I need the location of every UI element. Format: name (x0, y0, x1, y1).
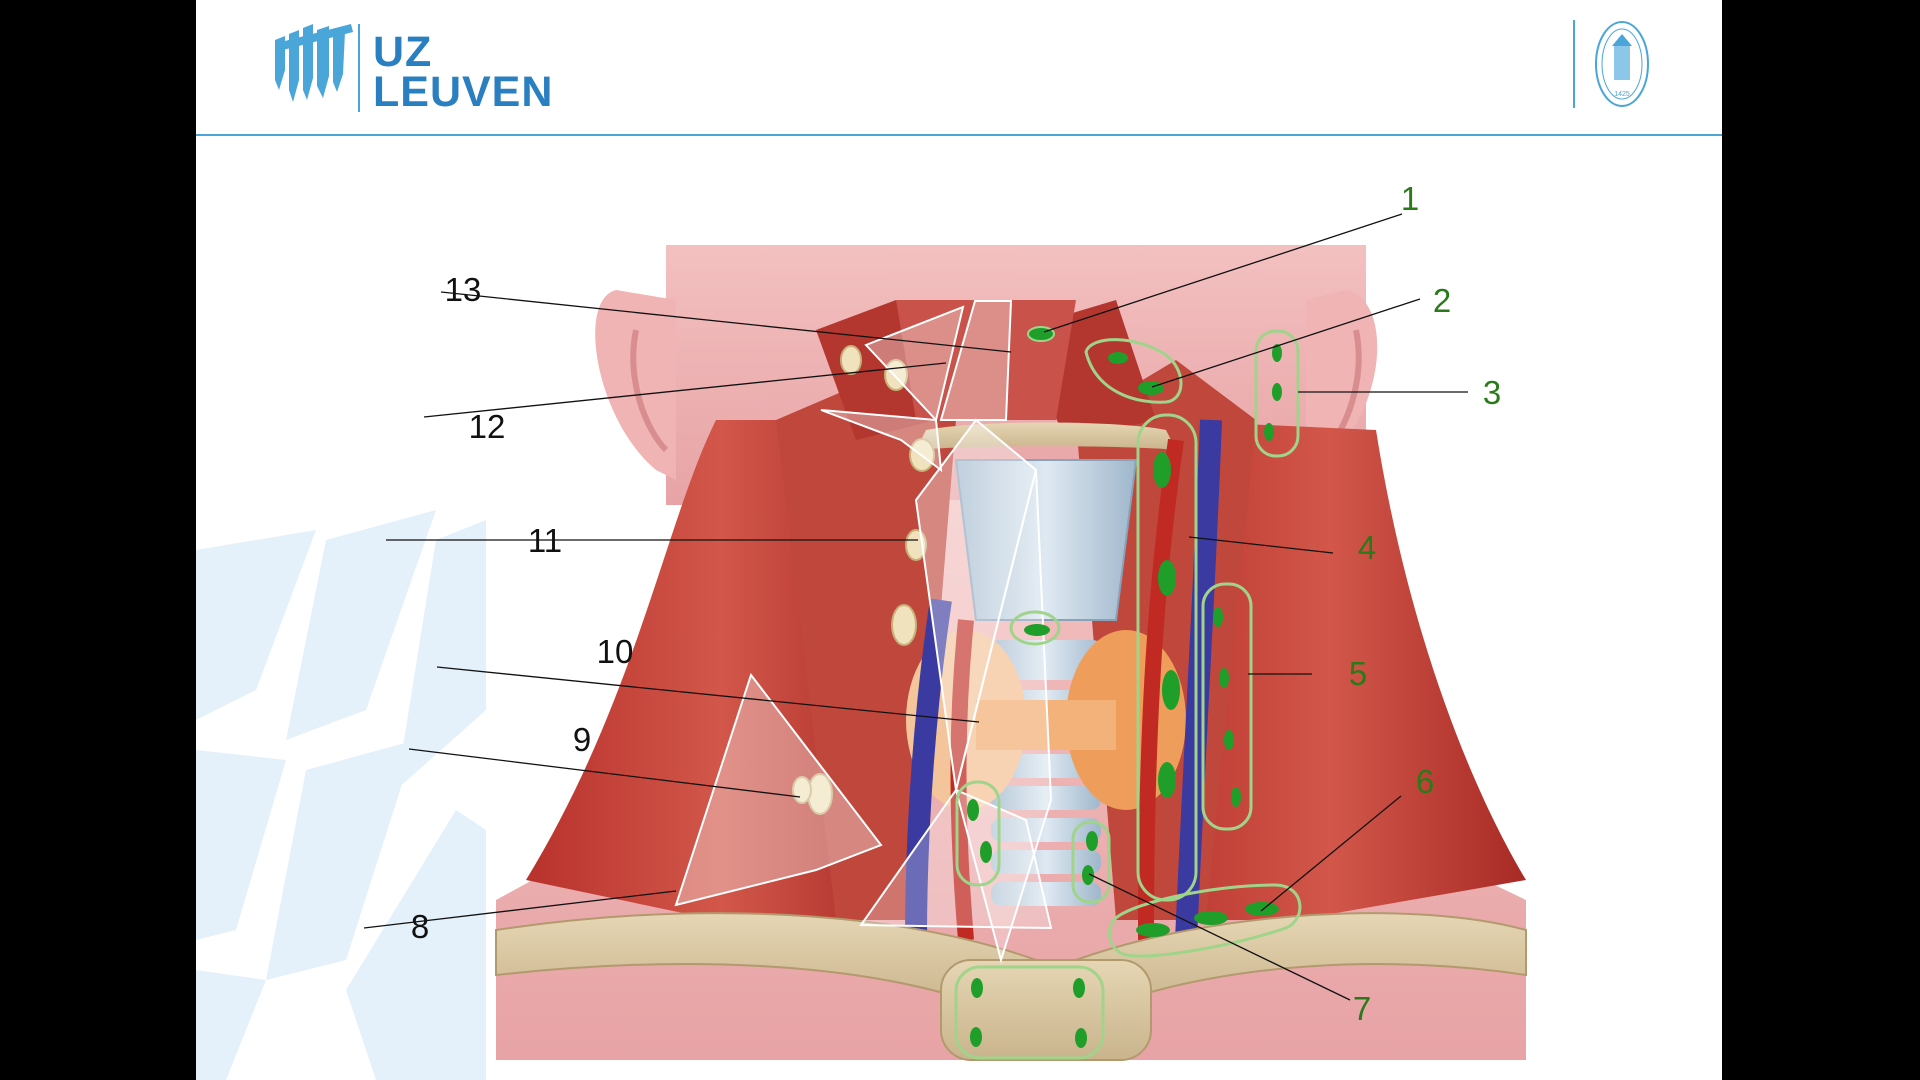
region-triangles (674, 300, 1053, 964)
leader-line-12 (423, 362, 947, 418)
leader-line-13 (440, 291, 1012, 353)
background-pattern (196, 510, 486, 1080)
submental-node (1027, 326, 1055, 342)
preauricular-node-group (1254, 329, 1300, 458)
logo-text: UZ LEUVEN (373, 28, 554, 116)
leader-line-9 (408, 748, 801, 798)
leader-line-4 (1188, 536, 1334, 554)
posterior-triangle-node-chain (1201, 582, 1253, 831)
label-7: 7 (1353, 990, 1371, 1027)
submandibular-node-group (1084, 338, 1183, 404)
leader-line-1 (1043, 213, 1403, 333)
label-9: 9 (573, 721, 591, 758)
leader-line-8 (363, 890, 677, 929)
label-13: 13 (445, 271, 482, 308)
supraclavicular-node-group (1108, 883, 1302, 958)
label-1: 1 (1401, 180, 1419, 217)
label-11: 11 (528, 522, 562, 559)
header-rule (196, 134, 1722, 136)
label-4: 4 (1358, 529, 1376, 566)
university-seal: 1425 (1572, 18, 1652, 110)
prelaryngeal-node (1009, 610, 1061, 646)
seal-year: 1425 (1614, 91, 1630, 98)
labels-right: 1 2 3 4 5 6 7 (1349, 180, 1501, 1027)
uz-leuven-building-logo-icon (275, 24, 353, 102)
clavicles-sternum (495, 912, 1527, 1061)
ku-leuven-seal-icon: 1425 (1573, 20, 1649, 108)
labels-left: 13 12 11 10 9 8 (411, 271, 634, 945)
label-5: 5 (1349, 655, 1367, 692)
logo-line-uz: UZ (373, 28, 433, 76)
label-2: 2 (1433, 282, 1451, 319)
logo-divider (358, 24, 360, 112)
leader-lines (363, 213, 1468, 1001)
paratracheal-node-group-right (1071, 820, 1111, 904)
jugular-node-chain (1136, 413, 1198, 902)
leader-line-10 (436, 666, 980, 723)
leader-line-7 (1088, 873, 1351, 1001)
logo-line-leuven: LEUVEN (373, 68, 554, 116)
paratracheal-node-group-left (955, 780, 1001, 887)
hyoid-bone (916, 422, 1176, 450)
slide: UZ LEUVEN 1425 (196, 0, 1722, 1080)
leader-line-6 (1260, 795, 1402, 912)
superior-mediastinal-node-group (954, 965, 1105, 1060)
label-10: 10 (597, 633, 634, 670)
label-8: 8 (411, 908, 429, 945)
label-3: 3 (1483, 374, 1501, 411)
uz-leuven-logo: UZ LEUVEN (271, 20, 571, 115)
leader-line-2 (1151, 298, 1421, 388)
left-lymph-nodes (792, 345, 935, 815)
neck-lymph-node-diagram: 13 12 11 10 9 8 1 2 3 4 5 6 7 (363, 180, 1527, 1061)
label-6: 6 (1416, 763, 1434, 800)
label-12: 12 (469, 408, 506, 445)
